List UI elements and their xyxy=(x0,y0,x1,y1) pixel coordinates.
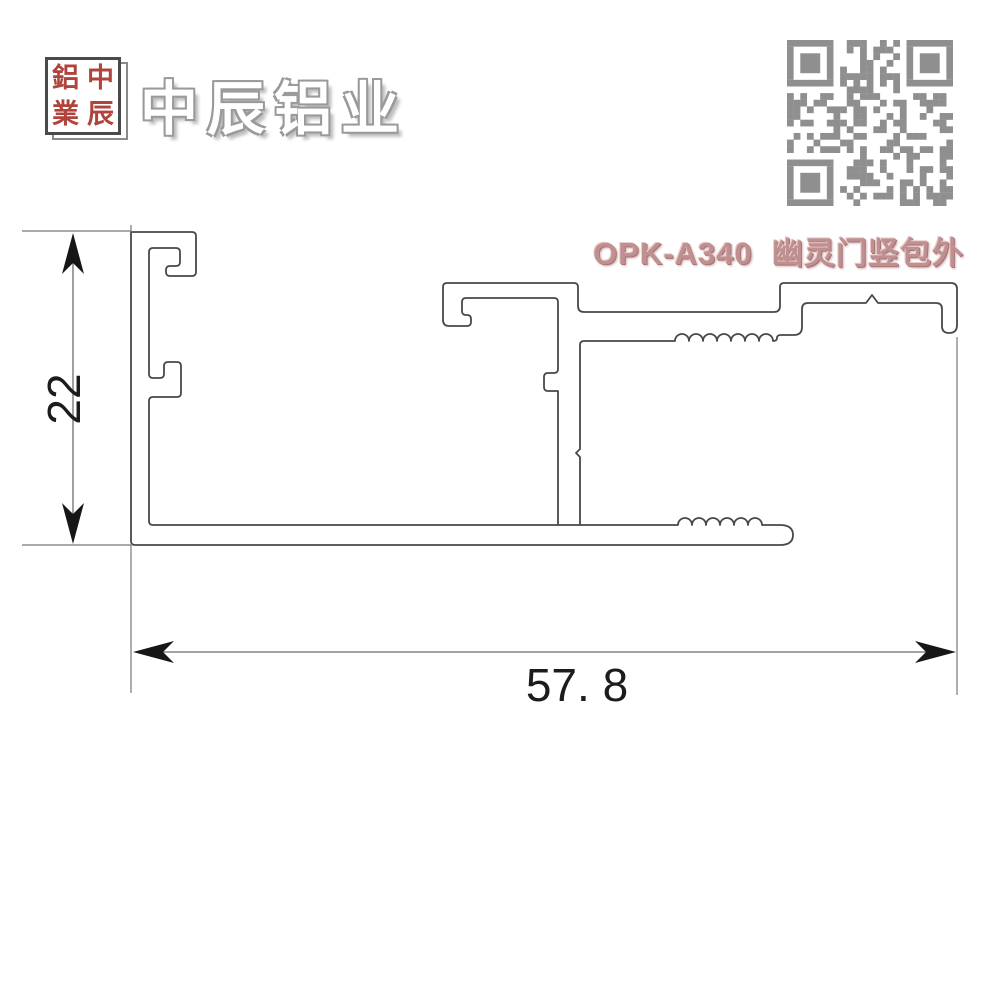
arrowhead-up xyxy=(62,233,84,274)
arrowhead-left xyxy=(133,641,174,663)
seal-char: 辰 xyxy=(87,98,114,129)
product-model-label: OPK-A340 幽灵门竖包外 xyxy=(593,236,964,271)
company-seal-logo: 鋁 中 業 辰 xyxy=(45,57,121,135)
seal-char: 業 xyxy=(52,98,79,129)
qr-pattern xyxy=(787,40,953,206)
profile-left-member-and-base xyxy=(130,231,794,546)
profile-top-and-web xyxy=(442,282,958,525)
seal-char: 中 xyxy=(87,62,114,93)
seal-char: 鋁 xyxy=(52,62,79,93)
dim-label-width: 57. 8 xyxy=(526,659,628,711)
company-name: 中辰铝业 xyxy=(140,77,409,142)
arrowhead-right xyxy=(915,641,956,663)
qr-code xyxy=(787,40,953,206)
dim-label-height: 22 xyxy=(38,373,90,424)
extension-lines xyxy=(22,225,958,695)
arrowhead-down xyxy=(62,503,84,544)
